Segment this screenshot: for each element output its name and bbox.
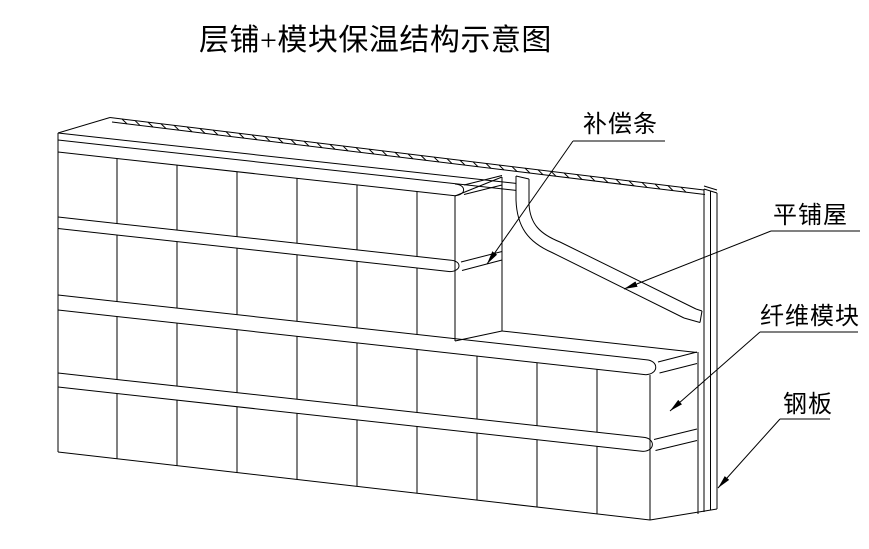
leader-flat-laid-layer [623, 230, 772, 290]
leader-compensation-strip [486, 140, 574, 265]
diagram-title: 层铺+模块保温结构示意图 [199, 24, 552, 57]
draped-flat-layer [515, 176, 697, 319]
label-compensation-strip: 补偿条 [583, 112, 658, 138]
wall-outline-and-layers [57, 117, 860, 521]
label-steel-plate: 钢板 [783, 392, 833, 418]
leader-fiber-module [669, 331, 761, 412]
leader-lines [486, 140, 781, 489]
label-fiber-module: 纤维模块 [760, 304, 860, 330]
fiber-module-grid-lines [116, 158, 598, 514]
label-flat-laid-layer: 平铺屋 [773, 203, 848, 229]
serrated-top-edge [109, 117, 706, 195]
leader-steel-plate [717, 418, 781, 489]
blanket-rolled-ends [449, 183, 657, 452]
